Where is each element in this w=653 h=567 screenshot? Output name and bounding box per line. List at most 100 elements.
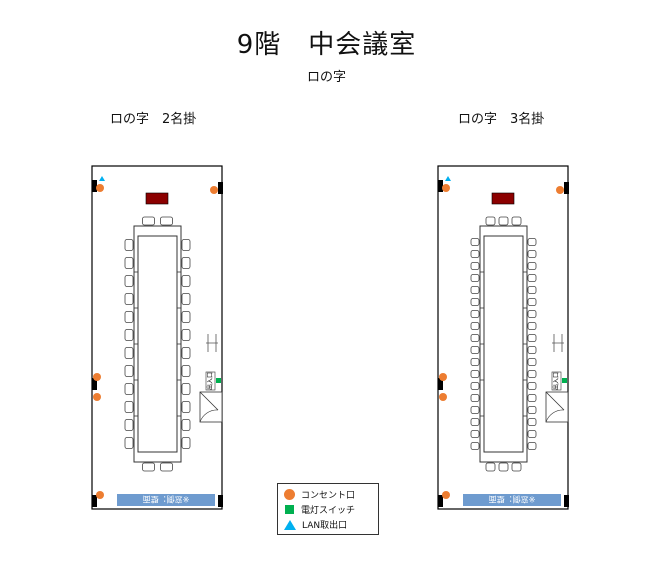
outlet-icon — [439, 373, 447, 381]
chair — [181, 383, 191, 395]
chair — [470, 262, 480, 270]
chair — [527, 250, 537, 258]
chair — [485, 216, 496, 226]
wall-pillar — [564, 495, 569, 507]
chair — [181, 275, 191, 287]
room-plan-two-seat: ※窓側：壁面 出入口 — [91, 165, 223, 510]
chair — [142, 462, 155, 472]
chair — [470, 442, 480, 450]
legend-label-lan: LAN取出口 — [302, 521, 348, 531]
chair — [511, 462, 522, 472]
chair — [527, 262, 537, 270]
chair — [527, 334, 537, 342]
table-frame-inner — [137, 235, 178, 453]
legend-item-switch: 電灯スイッチ — [284, 503, 355, 516]
chair — [181, 293, 191, 305]
chair — [527, 358, 537, 366]
chair — [527, 418, 537, 426]
chair — [470, 382, 480, 390]
chair — [470, 286, 480, 294]
chair — [124, 365, 134, 377]
chair — [470, 346, 480, 354]
chair — [527, 286, 537, 294]
lan-port-icon — [99, 176, 105, 181]
lan-port-icon — [284, 519, 296, 530]
chair — [181, 401, 191, 413]
chair — [527, 406, 537, 414]
wall-pillar — [218, 182, 223, 194]
chair — [470, 250, 480, 258]
chair — [124, 257, 134, 269]
chair — [124, 293, 134, 305]
outlet-icon — [93, 393, 101, 401]
chair — [181, 365, 191, 377]
chair — [527, 370, 537, 378]
outlet-icon — [556, 186, 564, 194]
hanger-rack — [206, 334, 218, 352]
wall-pillar — [438, 180, 443, 192]
chair — [124, 329, 134, 341]
chair — [527, 298, 537, 306]
chair — [470, 238, 480, 246]
chair — [181, 329, 191, 341]
door-label: 出入口 — [206, 372, 214, 390]
light-switch-icon — [285, 505, 294, 514]
chair — [470, 358, 480, 366]
chair — [124, 311, 134, 323]
chair — [470, 370, 480, 378]
outlet-icon — [284, 489, 295, 500]
chair — [485, 462, 496, 472]
wall-pillar — [438, 495, 443, 507]
podium — [145, 192, 169, 205]
chair — [160, 216, 173, 226]
chair — [124, 347, 134, 359]
wall-pillar — [438, 378, 443, 390]
window-band — [117, 494, 215, 506]
chair — [124, 275, 134, 287]
table-frame-inner — [483, 235, 524, 453]
legend-label-switch: 電灯スイッチ — [301, 506, 356, 516]
chair — [181, 347, 191, 359]
door-frame — [545, 391, 569, 423]
light-switch-icon — [562, 378, 567, 383]
outlet-icon — [442, 491, 450, 499]
chair — [527, 382, 537, 390]
chair — [124, 419, 134, 431]
window-band-label: ※窓側：壁面 — [143, 495, 190, 505]
chair — [527, 442, 537, 450]
legend-item-outlet: コンセント口 — [284, 488, 355, 501]
chair — [527, 310, 537, 318]
outlet-icon — [96, 184, 104, 192]
chair — [181, 437, 191, 449]
chair — [160, 462, 173, 472]
chair — [470, 430, 480, 438]
chair — [470, 418, 480, 426]
wall-pillar — [218, 495, 223, 507]
legend-label-outlet: コンセント口 — [301, 491, 356, 501]
chair — [470, 298, 480, 306]
door-label-box — [205, 371, 216, 391]
legend-item-lan: LAN取出口 — [284, 518, 347, 531]
door-swing-arc — [545, 409, 565, 423]
chair — [527, 430, 537, 438]
chair — [527, 394, 537, 402]
lan-port-icon — [445, 176, 451, 181]
chair — [511, 216, 522, 226]
chair — [142, 216, 155, 226]
door-frame — [199, 391, 223, 423]
window-band-label: ※窓側：壁面 — [489, 495, 536, 505]
chair — [124, 437, 134, 449]
wall-pillar — [92, 378, 97, 390]
chair — [181, 257, 191, 269]
door-leaf — [199, 391, 219, 411]
chair — [470, 334, 480, 342]
wall-pillar — [564, 182, 569, 194]
legend: コンセント口 電灯スイッチ LAN取出口 — [277, 483, 379, 535]
chair — [470, 274, 480, 282]
door-label-box — [551, 371, 562, 391]
outlet-icon — [439, 393, 447, 401]
light-switch-icon — [216, 378, 221, 383]
chair — [124, 383, 134, 395]
